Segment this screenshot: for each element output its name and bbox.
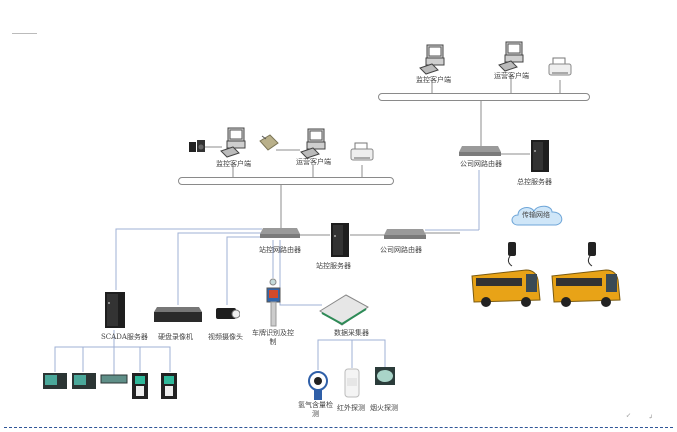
transport-network-label: 传输网络 (522, 211, 550, 219)
transport-network-cloud-icon (511, 205, 563, 226)
smoke-detector-icon (375, 367, 395, 385)
charger-1-icon (132, 373, 148, 399)
footer-dashed-divider (4, 427, 673, 428)
station-router-label: 站控网路由器 (259, 246, 301, 254)
camera-label: 视频摄像头 (208, 333, 243, 341)
master-server-label: 总控服务器 (517, 178, 552, 186)
station-router-icon (260, 228, 300, 238)
company-router-mid-icon (384, 229, 426, 239)
nvr-icon (154, 307, 202, 322)
station-server-label: 站控服务器 (316, 262, 351, 270)
hq-monitor-client-pc-icon (419, 44, 445, 75)
link-router-camera (226, 236, 262, 305)
scada-rail-module-icon (100, 374, 128, 384)
scada-hmi-2-icon (72, 373, 96, 389)
hq-monitor-client-label: 监控客户端 (416, 76, 451, 84)
scada-server-label: SCADA服务器 (101, 333, 148, 341)
scada-server-icon (105, 292, 125, 328)
speaker-icon (189, 140, 205, 152)
data-collector-label: 数据采集器 (334, 329, 369, 337)
hydrogen-detector-label-line1: 氢气含量检 (298, 401, 333, 409)
link-router-scada (115, 228, 262, 290)
scada-hmi-1-icon (43, 373, 67, 389)
hydrogen-detector-label-line2: 测 (312, 410, 319, 418)
plate-recognition-label: 车牌识别及控 制 (252, 329, 294, 347)
infrared-detector-label: 红外探测 (337, 404, 365, 412)
station-monitor-client-pc-icon (220, 127, 246, 158)
master-server-icon (531, 140, 549, 172)
footer-mark-2: ↲ (648, 414, 654, 421)
footer-mark-1: ↙ (626, 412, 632, 419)
plate-recognition-gate-icon (266, 278, 281, 327)
plate-recognition-label-line2: 制 (269, 338, 277, 346)
hydrogen-detector-icon (308, 371, 328, 400)
hq-printer-icon (548, 57, 572, 76)
link-router-collector (279, 240, 322, 306)
station-network-bus (178, 177, 394, 185)
station-ops-client-label: 运营客户端 (296, 158, 331, 166)
top-left-mark (12, 33, 37, 34)
plate-recognition-label-line1: 车牌识别及控 (252, 329, 294, 337)
link-router-nvr (177, 232, 262, 305)
company-router-top-icon (459, 146, 501, 156)
hydrogen-detector-label: 氢气含量检 测 (298, 401, 333, 419)
smoke-detector-label: 烟火探测 (370, 404, 398, 412)
infrared-detector-icon (344, 368, 360, 398)
hq-ops-client-pc-icon (498, 41, 524, 72)
hq-network-bus (378, 93, 590, 101)
bus-1-icon (471, 242, 541, 307)
company-router-mid-label: 公司网路由器 (380, 246, 422, 254)
bus-2-icon (551, 242, 621, 307)
station-monitor-client-label: 监控客户端 (216, 160, 251, 168)
station-server-icon (331, 223, 349, 257)
hq-ops-client-label: 运营客户端 (494, 72, 529, 80)
link-scada-devices (54, 346, 171, 372)
data-collector-icon (319, 294, 369, 326)
camera-icon (216, 308, 240, 319)
charger-2-icon (161, 373, 177, 399)
nvr-label: 硬盘录像机 (158, 333, 193, 341)
card-reader-icon (259, 134, 279, 151)
station-printer-icon (350, 142, 374, 161)
company-router-top-label: 公司网路由器 (460, 160, 502, 168)
station-ops-client-pc-icon (300, 128, 326, 159)
